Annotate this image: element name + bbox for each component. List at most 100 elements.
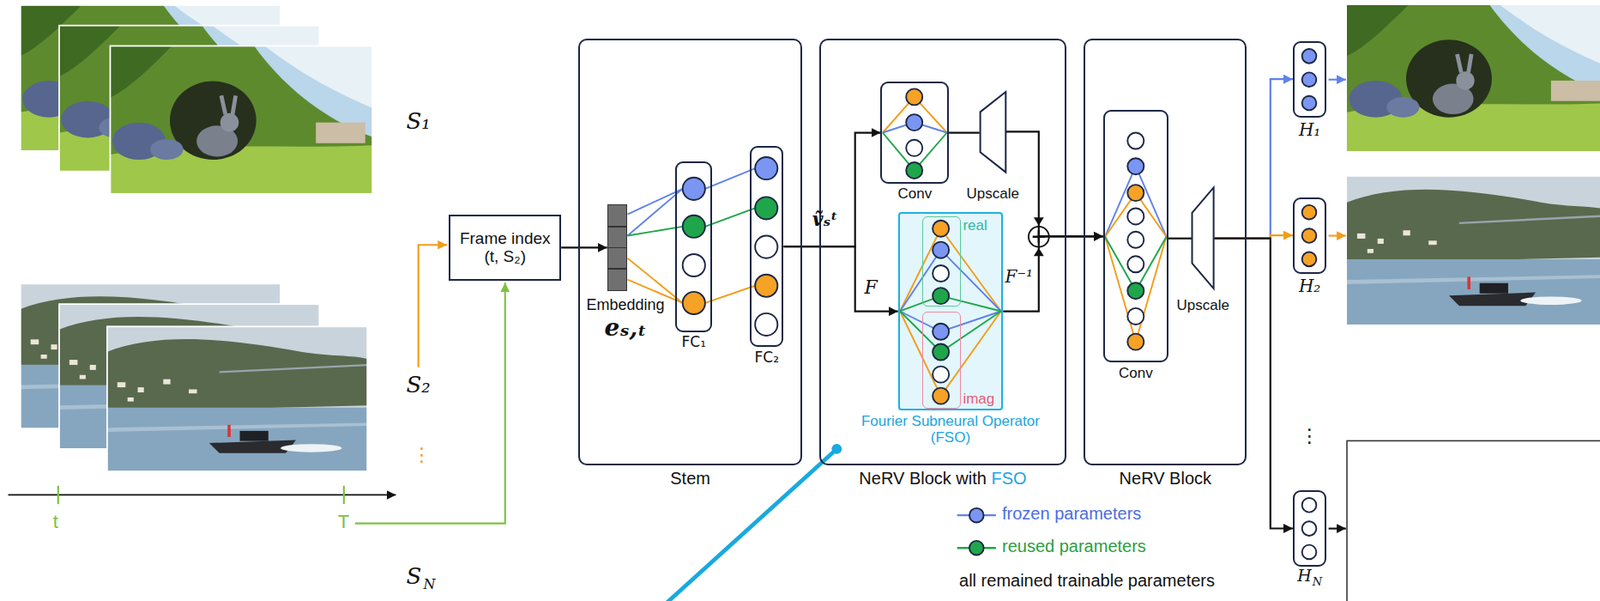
node-label: imag: [962, 390, 995, 408]
connectors: [561, 78, 1293, 528]
neurons: [1127, 255, 1144, 272]
real-branch: real: [922, 216, 961, 307]
timeline: [343, 485, 345, 504]
node-label: NeRV Block: [1119, 468, 1212, 489]
neurons: [1302, 520, 1317, 536]
fso-fill: [898, 211, 1004, 411]
neurons: [682, 215, 706, 238]
node-label: H₁: [1298, 120, 1321, 140]
neurons: [1302, 72, 1317, 87]
node-label: H: [1297, 565, 1312, 585]
text-group: NeRV Block: [1119, 468, 1212, 489]
connector-arrow: [1213, 78, 1293, 239]
text-group: H₂: [1298, 276, 1321, 296]
node-sublabel: FSO: [991, 468, 1027, 488]
neuron-links: [899, 249, 1002, 332]
text-group: Conv: [897, 185, 932, 203]
neuron-links: [1104, 166, 1166, 237]
head-output-arrows: [1328, 527, 1347, 530]
neuron-links: [882, 122, 948, 133]
series-label: S: [405, 564, 422, 587]
text-group: FC₂: [754, 349, 779, 367]
legend-samples: [969, 540, 985, 556]
video-frames-s1: [109, 45, 373, 194]
legend-samples: [957, 546, 997, 549]
text-group: Stem: [670, 468, 711, 489]
neuron-links: [627, 96, 1166, 396]
ellipsis: ⋮: [412, 445, 432, 465]
neurons: [932, 366, 949, 383]
callout-pointer: [831, 443, 842, 454]
connector-arrow: [784, 132, 882, 248]
neurons: [682, 177, 706, 200]
neurons: [905, 162, 923, 179]
neurons: [754, 156, 778, 180]
time-label: t: [53, 512, 59, 532]
legend-text: frozen parameters: [1002, 504, 1142, 522]
math-label: F: [863, 277, 877, 297]
text-group: Embeddingeₛ,ₜ: [586, 295, 665, 342]
video-frames-s1: [20, 5, 281, 151]
neurons: [1127, 333, 1144, 351]
sum-node: [1032, 230, 1045, 243]
embedding-vector: Embeddingeₛ,ₜ: [607, 204, 628, 291]
series-label: S₂: [405, 373, 430, 396]
neurons: [1302, 48, 1317, 64]
video-frames-s2: [20, 283, 281, 429]
timeline: [8, 493, 397, 496]
neurons: [932, 265, 949, 282]
video-frames-s2: [107, 326, 368, 471]
output-head: HN: [1292, 489, 1327, 567]
neuron-links: [882, 132, 948, 170]
neuron-links: [1104, 193, 1166, 343]
node-label: Fourier Subneural Operator (FSO): [849, 412, 1052, 447]
neurons: [682, 48, 1317, 559]
text-group: HN: [1297, 566, 1323, 586]
text-group: Upscale: [1177, 296, 1230, 314]
video-frames-s1: [59, 25, 320, 172]
conv-layer: Conv: [1103, 109, 1169, 363]
neurons: [1127, 231, 1144, 248]
output-frames: [1346, 176, 1600, 325]
series-label: S₁: [405, 109, 430, 133]
connector-arrow: [1002, 235, 1104, 311]
upscale-layer: Upscale: [979, 90, 1007, 175]
upscale-shape: [979, 91, 1006, 173]
node-label: real: [962, 217, 987, 235]
nerv-fso-block: NeRV Block withFSOConvUpscaleFourier Sub…: [819, 38, 1067, 465]
connector-arrow: [948, 132, 980, 134]
callout-pointer: [664, 443, 842, 601]
neurons: [932, 220, 949, 237]
text-group: Frame index (t, S₂): [450, 216, 560, 279]
neurons: [905, 114, 923, 131]
neurons: [754, 196, 778, 219]
sum-node: [1028, 217, 1050, 256]
node-label: NeRV Block with: [858, 468, 987, 488]
video-frames-s2: [107, 326, 368, 471]
video-frames-s1: [109, 45, 373, 194]
fso-fill: [898, 211, 1004, 411]
neurons: [932, 287, 949, 304]
node-label: FC₁: [682, 333, 707, 351]
neurons: [1127, 307, 1144, 325]
time-label: T: [338, 512, 350, 532]
node-label: Upscale: [966, 185, 1020, 203]
text-group: NeRV Block withFSO: [858, 468, 1027, 489]
upscale-shape: [1192, 187, 1214, 290]
node-label: Conv: [897, 185, 932, 203]
neuron-links: [882, 96, 948, 133]
output-head: H₁: [1292, 41, 1327, 118]
neuron-links: [627, 207, 755, 236]
stem-block: StemEmbeddingeₛ,ₜFC₁FC₂: [578, 38, 802, 465]
video-frames-s1: [59, 25, 320, 172]
upscale-layer: Upscale: [1191, 185, 1214, 291]
video-frames-s1: [20, 5, 373, 194]
text-group: real: [962, 217, 987, 235]
output-frames: [1346, 5, 1600, 151]
video-frames-s1: [20, 5, 281, 151]
fc-layer: FC₂: [749, 145, 784, 347]
node-sublabel: eₛ,ₜ: [586, 313, 665, 342]
legend-samples: [957, 507, 997, 556]
